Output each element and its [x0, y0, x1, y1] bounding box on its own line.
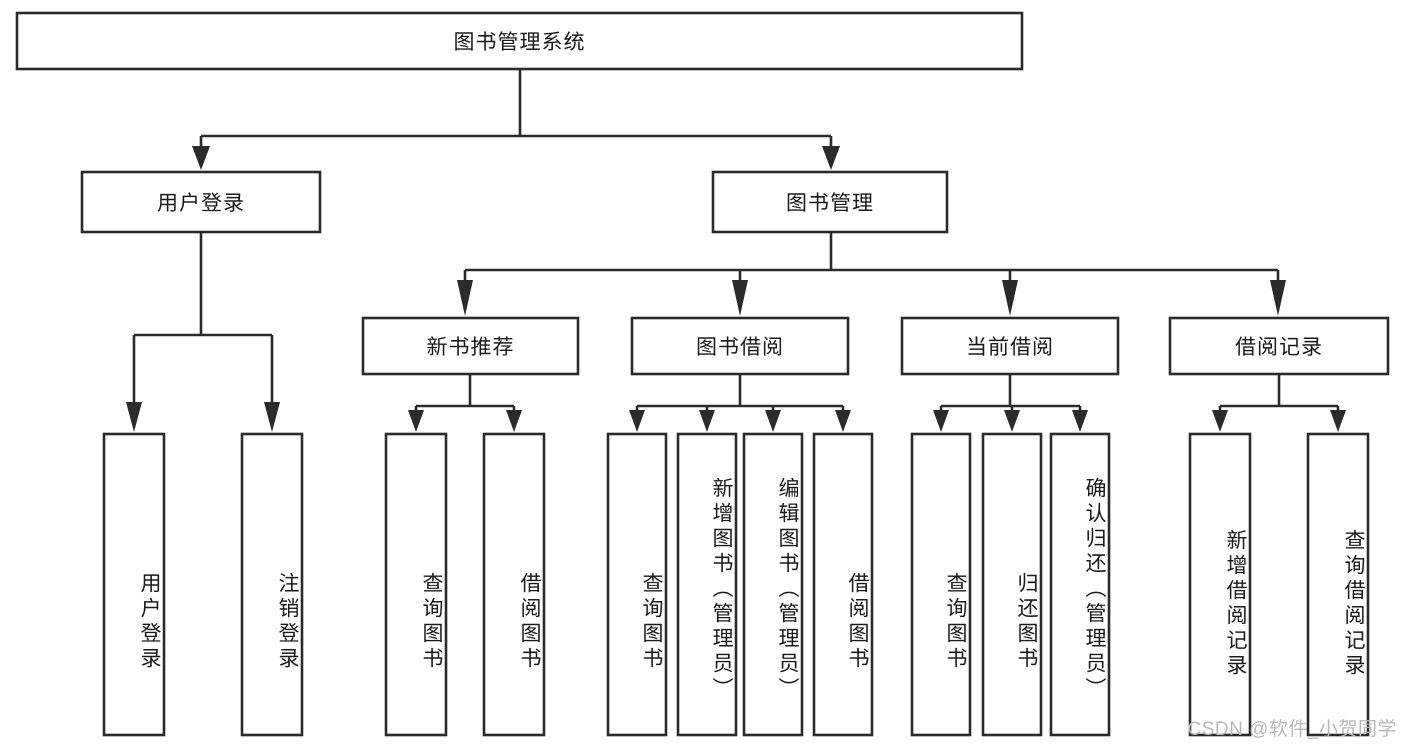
csdn-watermark: CSDN @软件_小贺同学 — [1187, 719, 1397, 740]
node-box-leaf-add-borrow-record[interactable] — [1188, 432, 1252, 737]
arrow-head-leaf-add-borrow-record — [1212, 410, 1228, 432]
arrow-head-book-borrow — [732, 280, 748, 316]
node-box-leaf-borrow-book[interactable] — [812, 432, 874, 737]
node-box-leaf-query-book-current[interactable] — [910, 432, 972, 737]
arrow-head-leaf-return-book — [1004, 410, 1020, 432]
arrow-head-current-borrow — [1002, 280, 1018, 316]
arrow-head-leaf-query-borrow-record — [1330, 410, 1346, 432]
arrow-head-leaf-logout-login — [264, 402, 280, 432]
node-box-leaf-borrow-book-recommend[interactable] — [482, 432, 546, 737]
node-box-leaf-query-book-borrow[interactable] — [606, 432, 668, 737]
connector-group-user-login — [126, 232, 280, 432]
arrow-head-leaf-borrow-book — [835, 410, 851, 432]
connector-group-root — [192, 69, 840, 170]
node-box-leaf-return-book[interactable] — [981, 432, 1043, 737]
arrow-head-leaf-query-book-current — [933, 410, 949, 432]
arrow-head-leaf-edit-book-admin — [765, 410, 781, 432]
node-box-leaf-query-borrow-record[interactable] — [1306, 432, 1370, 737]
node-box-user-login[interactable] — [80, 170, 322, 234]
connector-group-borrow-record — [1212, 374, 1346, 432]
node-box-leaf-add-book-admin[interactable] — [676, 432, 738, 737]
arrow-head-leaf-query-book-borrow — [629, 410, 645, 432]
node-box-book-management[interactable] — [711, 170, 949, 234]
node-box-new-book-recommend[interactable] — [361, 316, 580, 376]
node-box-root[interactable] — [15, 11, 1024, 71]
arrow-head-leaf-add-book-admin — [699, 410, 715, 432]
arrow-head-leaf-confirm-return-admin — [1072, 410, 1088, 432]
node-box-book-borrow[interactable] — [630, 316, 850, 376]
arrow-head-book-management — [822, 146, 840, 170]
connector-group-new-book-recommend — [408, 374, 522, 432]
arrow-head-borrow-record — [1270, 280, 1286, 316]
connector-group-current-borrow — [933, 374, 1088, 432]
node-box-leaf-edit-book-admin[interactable] — [742, 432, 804, 737]
arrow-head-leaf-query-book-recommend — [408, 410, 424, 432]
connector-group-book-borrow — [629, 374, 851, 432]
arrow-head-new-book-recommend — [457, 280, 473, 316]
node-box-leaf-logout-login[interactable] — [240, 432, 304, 737]
arrow-head-user-login — [192, 146, 210, 170]
node-box-leaf-user-login[interactable] — [102, 432, 166, 737]
node-box-leaf-confirm-return-admin[interactable] — [1049, 432, 1111, 737]
node-box-current-borrow[interactable] — [900, 316, 1120, 376]
arrow-head-leaf-user-login — [126, 402, 142, 432]
node-box-borrow-record[interactable] — [1168, 316, 1390, 376]
arrow-head-leaf-borrow-book-recommend — [506, 410, 522, 432]
connector-group-book-management — [457, 232, 1286, 316]
node-box-leaf-query-book-recommend[interactable] — [384, 432, 448, 737]
